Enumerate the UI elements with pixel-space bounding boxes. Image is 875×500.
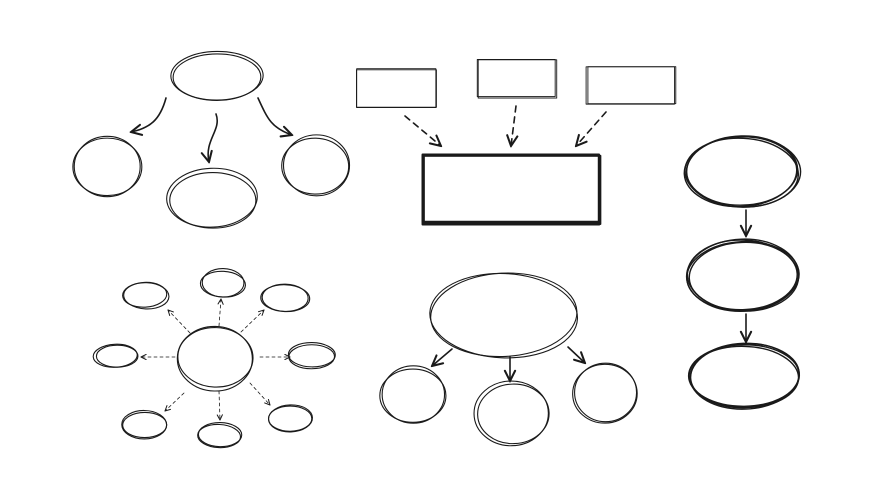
node-tl-left[interactable] bbox=[72, 135, 143, 198]
rectangle-stroke bbox=[421, 154, 601, 226]
node-s7[interactable] bbox=[121, 409, 168, 440]
circle-stroke bbox=[473, 380, 549, 447]
node-tl-root[interactable] bbox=[170, 50, 264, 101]
circle-stroke bbox=[177, 327, 254, 388]
node-bm-root[interactable] bbox=[428, 270, 579, 361]
node-s8[interactable] bbox=[92, 343, 139, 368]
hierarchy-curved-group bbox=[72, 50, 351, 229]
arrow-hub-to-s1 bbox=[168, 310, 191, 334]
arrow-hub-to-s3 bbox=[240, 310, 264, 333]
node-s4[interactable] bbox=[287, 342, 336, 370]
ellipse-stroke bbox=[95, 344, 139, 368]
ellipse-stroke bbox=[688, 241, 798, 311]
node-v-3[interactable] bbox=[687, 341, 801, 411]
ellipse-stroke bbox=[267, 404, 313, 433]
ellipse-stroke bbox=[430, 272, 578, 358]
ellipse-stroke bbox=[685, 238, 800, 312]
ellipse-stroke bbox=[170, 50, 264, 101]
circle-stroke bbox=[176, 325, 253, 392]
arrow-box-a-to-box-target bbox=[404, 115, 441, 146]
arrow-tl-root-to-tl-left bbox=[131, 97, 167, 132]
node-v-1[interactable] bbox=[683, 134, 802, 209]
rectangle-stroke bbox=[585, 66, 675, 105]
node-s1[interactable] bbox=[122, 281, 170, 310]
node-box-a[interactable] bbox=[356, 68, 437, 109]
node-s2[interactable] bbox=[199, 268, 247, 298]
circle-stroke bbox=[379, 368, 447, 423]
rectangle-stroke bbox=[356, 68, 437, 109]
arrow-box-c-to-box-target bbox=[576, 111, 607, 146]
ellipse-stroke bbox=[260, 284, 311, 313]
arrow-hub-to-s7 bbox=[165, 392, 185, 411]
ellipse-stroke bbox=[685, 135, 802, 208]
arrow-bm-root-to-bm-left bbox=[432, 348, 453, 366]
ellipse-stroke bbox=[287, 342, 336, 368]
node-bm-mid[interactable] bbox=[473, 380, 550, 447]
node-s5[interactable] bbox=[267, 404, 313, 433]
circle-stroke bbox=[282, 134, 351, 197]
ellipse-stroke bbox=[121, 409, 168, 440]
arrow-hub-to-s5 bbox=[249, 382, 270, 405]
node-tl-mid[interactable] bbox=[166, 167, 259, 229]
arrow-tl-root-to-tl-mid bbox=[208, 113, 219, 162]
rectangle-stroke bbox=[421, 153, 601, 223]
ellipse-stroke bbox=[688, 345, 800, 409]
circle-stroke bbox=[574, 362, 638, 423]
ellipse-stroke bbox=[288, 344, 336, 370]
ellipse-stroke bbox=[689, 342, 800, 410]
vertical-flow-group bbox=[683, 134, 802, 411]
hierarchy-straight-group bbox=[379, 270, 638, 447]
circle-stroke bbox=[73, 135, 141, 198]
ellipse-stroke bbox=[123, 282, 170, 310]
radial-mindmap-group bbox=[92, 268, 336, 449]
circle-stroke bbox=[281, 137, 350, 195]
rectangle-stroke bbox=[587, 66, 677, 105]
arrow-box-b-to-box-target bbox=[511, 105, 516, 146]
circle-stroke bbox=[72, 137, 143, 197]
ellipse-stroke bbox=[92, 343, 138, 368]
ellipse-stroke bbox=[122, 411, 168, 439]
ellipse-stroke bbox=[169, 172, 257, 229]
node-box-b[interactable] bbox=[476, 58, 558, 99]
arrow-hub-to-s6 bbox=[219, 390, 220, 420]
arrow-hub-to-s2 bbox=[219, 299, 221, 327]
node-box-c[interactable] bbox=[585, 66, 677, 105]
node-hub[interactable] bbox=[176, 325, 255, 392]
arrow-tl-root-to-tl-right bbox=[257, 97, 292, 135]
node-v-2[interactable] bbox=[685, 237, 801, 313]
rectangle-stroke bbox=[422, 154, 602, 226]
arrow-bm-root-to-bm-right bbox=[567, 346, 585, 363]
rectangle-stroke bbox=[477, 59, 558, 99]
converging-boxes-group bbox=[356, 58, 677, 226]
circle-stroke bbox=[572, 363, 638, 424]
node-s3[interactable] bbox=[260, 283, 311, 313]
ellipse-stroke bbox=[199, 270, 247, 298]
rectangle-stroke bbox=[476, 58, 556, 98]
node-bm-left[interactable] bbox=[379, 365, 447, 424]
circle-stroke bbox=[477, 383, 550, 445]
rectangle-stroke bbox=[421, 154, 600, 225]
circle-stroke bbox=[381, 365, 446, 424]
rectangle-stroke bbox=[356, 69, 437, 108]
node-box-target[interactable] bbox=[421, 153, 602, 226]
node-bm-right[interactable] bbox=[572, 362, 638, 424]
node-tl-right[interactable] bbox=[281, 134, 351, 197]
ellipse-stroke bbox=[166, 167, 258, 228]
ellipse-stroke bbox=[197, 423, 242, 449]
node-s6[interactable] bbox=[197, 422, 243, 449]
ellipse-stroke bbox=[197, 422, 243, 448]
